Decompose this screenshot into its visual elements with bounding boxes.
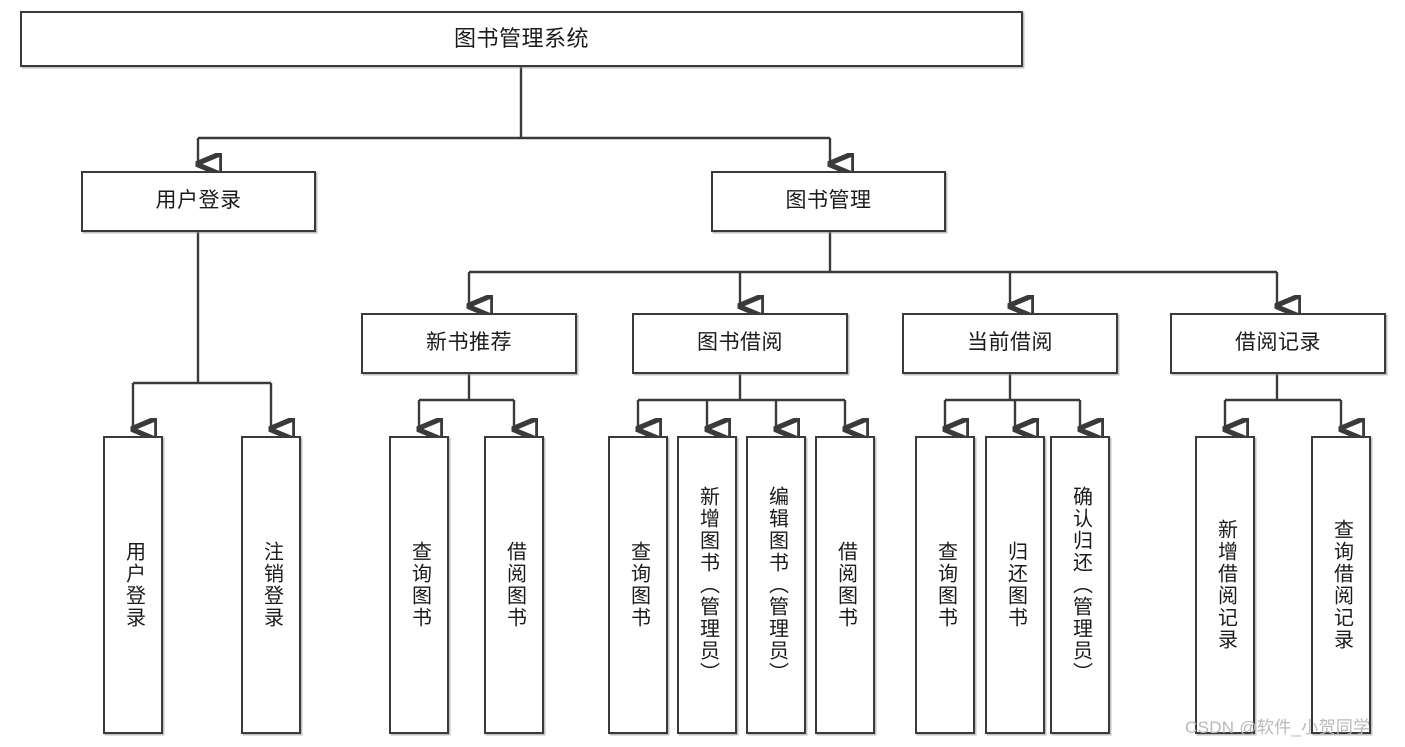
- node-label: 新增借阅记录: [1214, 519, 1237, 651]
- node-label: 当前借阅: [967, 331, 1053, 355]
- leaf-user-login[interactable]: 用户登录: [103, 436, 163, 734]
- leaf-add-book-admin[interactable]: 新增图书（管理员）: [677, 436, 737, 734]
- node-label: 图书借阅: [697, 331, 783, 355]
- node-label: 借阅图书: [834, 541, 857, 629]
- node-user-login[interactable]: 用户登录: [81, 171, 316, 232]
- leaf-query-borrow-record[interactable]: 查询借阅记录: [1311, 436, 1371, 734]
- node-label: 新书推荐: [426, 331, 512, 355]
- node-new-book-recommend[interactable]: 新书推荐: [361, 313, 577, 374]
- node-label: 查询图书: [627, 541, 650, 629]
- node-book-borrow[interactable]: 图书借阅: [632, 313, 848, 374]
- leaf-query-book-current[interactable]: 查询图书: [915, 436, 975, 734]
- node-label: 查询图书: [408, 541, 431, 629]
- leaf-edit-book-admin[interactable]: 编辑图书（管理员）: [746, 436, 806, 734]
- leaf-borrow-book-recommend[interactable]: 借阅图书: [484, 436, 544, 734]
- node-borrow-record[interactable]: 借阅记录: [1170, 313, 1386, 374]
- node-label: 归还图书: [1004, 541, 1027, 629]
- node-label: 确认归还（管理员）: [1069, 486, 1092, 684]
- node-label: 图书管理: [785, 189, 872, 213]
- node-label: 用户登录: [155, 189, 242, 213]
- node-label: 借阅图书: [503, 541, 526, 629]
- node-label: 查询借阅记录: [1330, 519, 1353, 651]
- leaf-query-book-recommend[interactable]: 查询图书: [389, 436, 449, 734]
- node-root-system[interactable]: 图书管理系统: [20, 11, 1023, 67]
- node-label: 借阅记录: [1235, 331, 1321, 355]
- node-label: 编辑图书（管理员）: [765, 486, 788, 684]
- node-book-manage[interactable]: 图书管理: [711, 171, 946, 232]
- node-label: 注销登录: [260, 541, 283, 629]
- node-label: 新增图书（管理员）: [696, 486, 719, 684]
- csdn-watermark: CSDN @软件_小贺同学: [1185, 718, 1371, 737]
- node-label: 查询图书: [934, 541, 957, 629]
- leaf-logout-login[interactable]: 注销登录: [241, 436, 301, 734]
- node-label: 图书管理系统: [453, 26, 589, 52]
- leaf-borrow-book[interactable]: 借阅图书: [815, 436, 875, 734]
- leaf-query-book-borrow[interactable]: 查询图书: [608, 436, 668, 734]
- leaf-add-borrow-record[interactable]: 新增借阅记录: [1195, 436, 1255, 734]
- node-label: 用户登录: [122, 541, 145, 629]
- leaf-confirm-return-admin[interactable]: 确认归还（管理员）: [1050, 436, 1110, 734]
- leaf-return-book[interactable]: 归还图书: [985, 436, 1045, 734]
- node-current-borrow[interactable]: 当前借阅: [902, 313, 1118, 374]
